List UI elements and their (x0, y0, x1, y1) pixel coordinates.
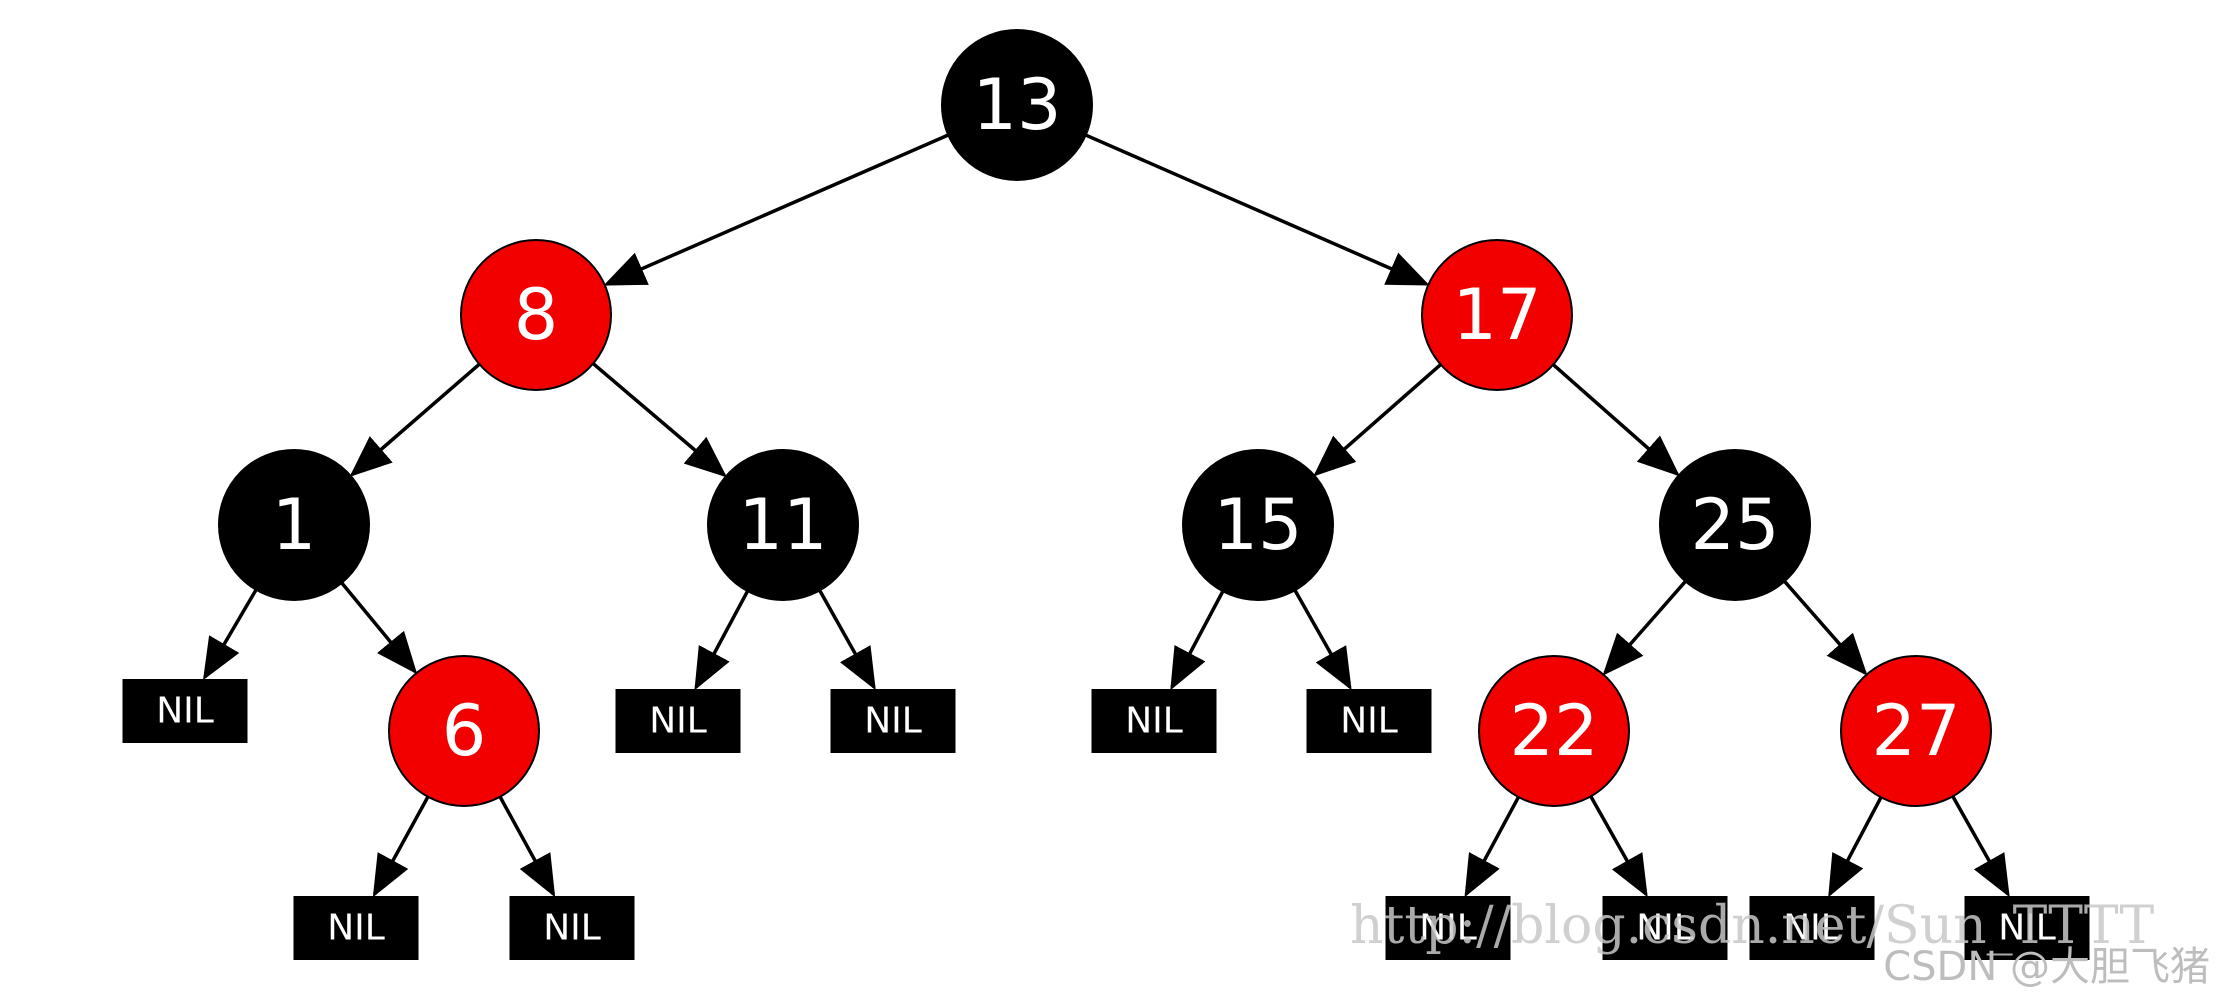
nil-box (615, 689, 741, 753)
node-label: 13 (972, 64, 1061, 146)
black-node-circle (1182, 449, 1334, 601)
edge-arrow (592, 362, 728, 478)
node-label: 8 (514, 274, 559, 356)
black-node-circle (218, 449, 370, 601)
black-node-circle (707, 449, 859, 601)
black-node-circle (941, 29, 1093, 181)
nil-leaf: NIL (122, 679, 248, 743)
nil-label: NIL (327, 908, 385, 949)
nil-box (293, 896, 419, 960)
tree-node-27: 27 (1840, 655, 1992, 807)
tree-node-25: 25 (1659, 449, 1811, 601)
nil-leaf: NIL (293, 896, 419, 960)
nil-label: NIL (1419, 908, 1477, 949)
nil-label: NIL (1783, 908, 1841, 949)
nil-box (509, 896, 635, 960)
node-label: 1 (272, 484, 317, 566)
nil-label: NIL (1636, 908, 1694, 949)
tree-node-17: 17 (1421, 239, 1573, 391)
edge-arrow (498, 795, 556, 898)
nil-label: NIL (1125, 701, 1183, 742)
nil-label: NIL (864, 701, 922, 742)
edge-arrow (1951, 795, 2010, 898)
edge-arrow (1602, 580, 1687, 676)
red-node-circle (1478, 655, 1630, 807)
nil-box (830, 689, 956, 753)
tree-node-22: 22 (1478, 655, 1630, 807)
node-label: 15 (1213, 484, 1302, 566)
watermark-credit: CSDN @大胆飞猪 (1883, 944, 2210, 990)
nil-leaf: NIL (1306, 689, 1432, 753)
edge-arrow (1589, 795, 1648, 898)
edge-arrow (1313, 363, 1442, 477)
nil-label: NIL (543, 908, 601, 949)
nil-box (1091, 689, 1217, 753)
edge-arrow (1552, 363, 1680, 477)
edges (202, 133, 2010, 898)
edge-arrow (1464, 796, 1521, 898)
nil-leaf: NIL (1602, 896, 1728, 960)
nil-label: NIL (1340, 701, 1398, 742)
nil-label: NIL (156, 691, 214, 732)
nil-leaves: NIL NIL NIL NIL NIL NIL NIL NIL NIL NIL NIL (122, 679, 2090, 960)
tree-node-6: 6 (388, 655, 540, 807)
watermark-url: http://blog.csdn.net/Sun_TTTT (1350, 896, 2155, 956)
node-label: 22 (1509, 690, 1598, 772)
edge-arrow (1170, 590, 1225, 691)
nil-box (1964, 896, 2090, 960)
nil-leaf: NIL (1749, 896, 1875, 960)
edge-arrow (372, 795, 430, 898)
node-label: 17 (1452, 274, 1541, 356)
tree-node-11: 11 (707, 449, 859, 601)
node-label: 25 (1690, 484, 1779, 566)
nil-label: NIL (649, 701, 707, 742)
node-label: 6 (442, 690, 487, 772)
nil-leaf: NIL (1091, 689, 1217, 753)
nil-box (1602, 896, 1728, 960)
red-node-circle (460, 239, 612, 391)
nil-leaf: NIL (509, 896, 635, 960)
black-node-circle (1659, 449, 1811, 601)
red-node-circle (1421, 239, 1573, 391)
edge-arrow (202, 588, 258, 681)
nil-leaf: NIL (615, 689, 741, 753)
node-label: 11 (738, 484, 827, 566)
edge-arrow (694, 590, 750, 691)
nil-box (1306, 689, 1432, 753)
edge-arrow (1293, 589, 1352, 691)
nil-leaf: NIL (1964, 896, 2090, 960)
tree-node-8: 8 (460, 239, 612, 391)
edge-arrow (1828, 796, 1883, 898)
nil-box (1385, 896, 1511, 960)
tree-node-13: 13 (941, 29, 1093, 181)
red-node-circle (1840, 655, 1992, 807)
tree-node-1: 1 (218, 449, 370, 601)
edge-arrow (603, 133, 949, 286)
nil-box (122, 679, 248, 743)
nil-leaf: NIL (1385, 896, 1511, 960)
edge-arrow (1783, 580, 1868, 676)
node-label: 27 (1871, 690, 1960, 772)
nil-label: NIL (1998, 908, 2056, 949)
edge-arrow (349, 362, 481, 477)
tree-node-15: 15 (1182, 449, 1334, 601)
edge-arrow (818, 589, 876, 691)
nil-leaf: NIL (830, 689, 956, 753)
red-node-circle (388, 655, 540, 807)
edge-arrow (1085, 133, 1430, 286)
watermark: http://blog.csdn.net/Sun_TTTT CSDN @大胆飞猪 (1350, 896, 2210, 990)
nil-box (1749, 896, 1875, 960)
edge-arrow (340, 581, 418, 675)
